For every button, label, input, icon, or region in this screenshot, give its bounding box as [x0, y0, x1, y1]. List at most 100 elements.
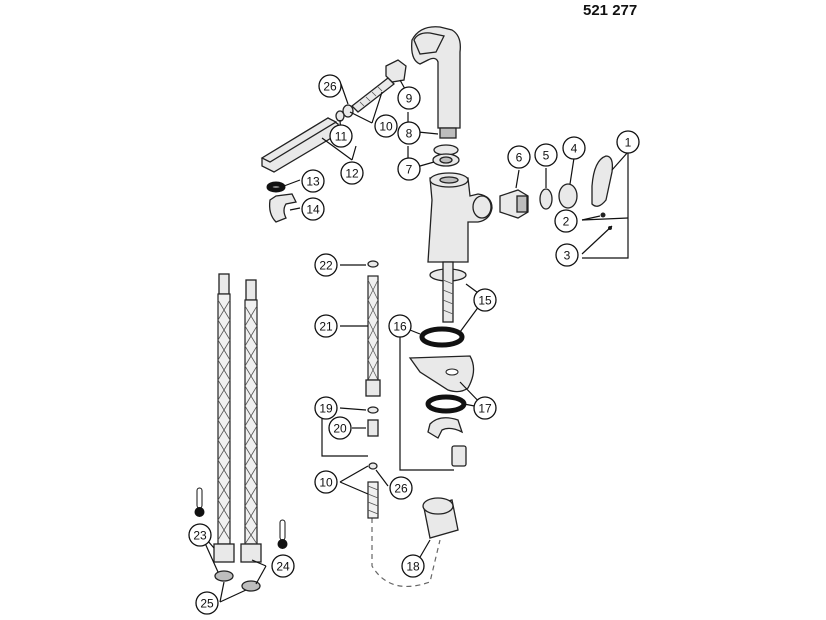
callout-label: 6: [516, 151, 523, 165]
callout-1: 1: [616, 130, 640, 154]
part-14-elbow: [268, 193, 297, 223]
callout-circle: [301, 197, 325, 221]
part-1-handle: [591, 155, 614, 207]
mixer-body: [427, 172, 493, 263]
part-25-washer-hot: [214, 570, 234, 582]
thermometer-icon: [194, 487, 205, 517]
callout-circle: [473, 288, 497, 312]
callout-circle: [314, 253, 338, 277]
callout-22: 22: [314, 253, 338, 277]
callout-circle: [397, 121, 421, 145]
callout-label: 26: [394, 482, 408, 496]
part-6-cartridge: [499, 189, 529, 219]
callout-20: 20: [328, 416, 352, 440]
callout-circle: [314, 314, 338, 338]
callout-label: 19: [319, 402, 333, 416]
callout-21: 21: [314, 314, 338, 338]
callout-5: 5: [534, 143, 558, 167]
callout-label: 20: [333, 422, 347, 436]
callout-circle: [314, 396, 338, 420]
callout-16: 16: [388, 314, 412, 338]
callout-17: 17: [473, 396, 497, 420]
callout-label: 8: [406, 127, 413, 141]
callout-label: 7: [406, 163, 413, 177]
spout: [411, 26, 461, 139]
callout-label: 18: [406, 560, 420, 574]
callout-circle: [271, 554, 295, 578]
callout-label: 4: [571, 142, 578, 156]
callout-circle: [397, 157, 421, 181]
callout-circle: [188, 523, 212, 547]
part-17-o-ring: [425, 394, 467, 414]
part-17-plate: [408, 355, 475, 393]
callout-label: 5: [543, 149, 550, 163]
callout-2: 2: [554, 209, 578, 233]
callout-label: 16: [393, 320, 407, 334]
callout-label: 2: [563, 215, 570, 229]
callout-11: 11: [329, 124, 353, 148]
callout-label: 14: [306, 203, 320, 217]
callout-8: 8: [397, 121, 421, 145]
callout-circle: [507, 145, 531, 169]
callout-10: 10: [314, 470, 338, 494]
callout-label: 10: [379, 120, 393, 134]
callout-14: 14: [301, 197, 325, 221]
callout-label: 3: [564, 249, 571, 263]
supply-hose-cold: [240, 279, 262, 563]
c-clip: [427, 417, 464, 439]
callout-circle: [374, 114, 398, 138]
callout-label: 17: [478, 402, 492, 416]
callout-26: 26: [389, 476, 413, 500]
part-2-screw: [600, 212, 606, 218]
callout-circle: [397, 86, 421, 110]
part-19-20-fittings: [367, 406, 379, 519]
callout-19: 19: [314, 396, 338, 420]
supply-hose-hot: [213, 273, 235, 563]
callout-circle: [340, 161, 364, 185]
part-13-washer: [266, 181, 286, 193]
callout-26: 26: [318, 74, 342, 98]
callout-15: 15: [473, 288, 497, 312]
callout-circle: [555, 243, 579, 267]
callout-23: 23: [188, 523, 212, 547]
part-5-ring: [539, 188, 553, 210]
callout-13: 13: [301, 169, 325, 193]
callout-24: 24: [271, 554, 295, 578]
callout-layer: 1234567891011121314151617181920212223242…: [188, 74, 640, 615]
callout-label: 15: [478, 294, 492, 308]
callout-circle: [329, 124, 353, 148]
callout-circle: [388, 314, 412, 338]
part-15-stud: [429, 261, 467, 323]
part-12-spout-extension: [260, 117, 339, 173]
callout-label: 25: [200, 597, 214, 611]
callout-4: 4: [562, 136, 586, 160]
part-21-hose: [365, 260, 381, 397]
callout-10: 10: [374, 114, 398, 138]
part-9-clip: [385, 59, 407, 83]
callout-label: 10: [319, 476, 333, 490]
thermometer-icon: [277, 519, 288, 549]
callout-label: 1: [625, 136, 632, 150]
callout-label: 21: [319, 320, 333, 334]
callout-label: 9: [406, 92, 413, 106]
callout-label: 12: [345, 167, 359, 181]
callout-7: 7: [397, 157, 421, 181]
callout-circle: [328, 416, 352, 440]
callout-circle: [562, 136, 586, 160]
callout-circle: [534, 143, 558, 167]
part-25-washer-cold: [241, 580, 261, 592]
part-10-11-insert: [335, 77, 395, 122]
callout-circle: [401, 554, 425, 578]
callout-label: 24: [276, 560, 290, 574]
callout-label: 13: [306, 175, 320, 189]
callout-circle: [318, 74, 342, 98]
callout-6: 6: [507, 145, 531, 169]
callout-circle: [554, 209, 578, 233]
callout-12: 12: [340, 161, 364, 185]
callout-circle: [195, 591, 219, 615]
diagram-part-number: 521 277: [583, 2, 638, 19]
callout-label: 23: [193, 529, 207, 543]
callout-label: 22: [319, 259, 333, 273]
